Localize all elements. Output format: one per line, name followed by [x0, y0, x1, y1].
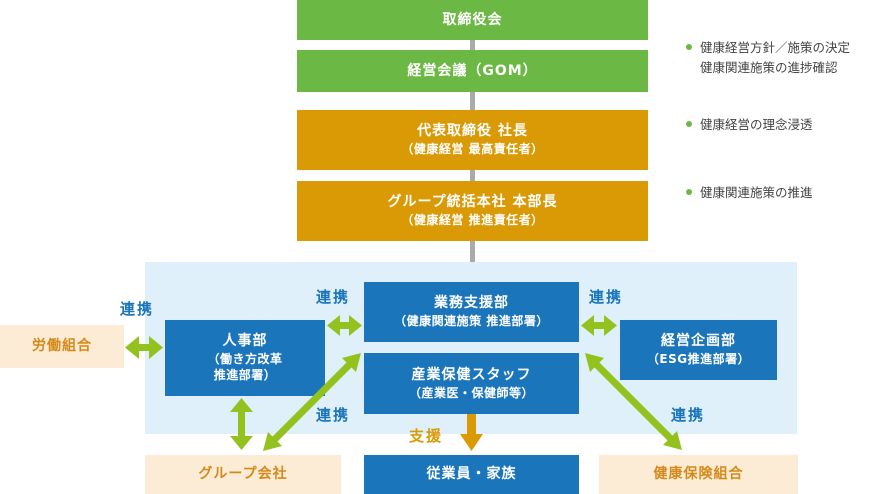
group-companies-label: グループ会社: [198, 466, 288, 483]
group-companies-health-staff-arrow: [263, 353, 361, 451]
labor-union-hr-arrow: [125, 336, 163, 359]
group-companies-box: グループ会社: [145, 455, 341, 494]
management-committee-label: 経営会議（GOM）: [407, 62, 538, 79]
note-promotion-text: 健康関連施策の推進: [700, 185, 813, 200]
labor-union-box: 労働組合: [0, 325, 124, 368]
division-director-title: グループ統括本社 本部長: [387, 194, 558, 211]
hr-box: 人事部 （働き方改革 推進部署）: [165, 320, 325, 396]
business-support-title: 業務支援部: [434, 295, 509, 312]
health-insurance-box: 健康保険組合: [599, 455, 798, 494]
bullet-dot: [686, 43, 692, 50]
occupational-health-title: 産業保健スタッフ: [411, 366, 532, 383]
note-policy-line2: 健康関連施策の進捗確認: [700, 60, 838, 75]
support-label: 支援: [409, 427, 444, 445]
corporate-planning-title: 経営企画部: [661, 333, 736, 350]
president-box: 代表取締役 社長 （健康経営 最高責任者）: [297, 110, 648, 170]
board-of-directors-label: 取締役会: [442, 11, 503, 28]
note-policy-line1: 健康経営方針／施策の決定: [700, 40, 851, 55]
link-label-group-companies: 連携: [316, 406, 351, 424]
health-insurance-label: 健康保険組合: [653, 466, 744, 483]
employees-families-label: 従業員・家族: [426, 466, 517, 483]
hr-subtitle-line1: （働き方改革: [207, 352, 283, 367]
note-philosophy-text: 健康経営の理念浸透: [700, 117, 813, 132]
support-arrow: [460, 414, 483, 451]
management-committee-box: 経営会議（GOM）: [297, 50, 648, 92]
link-label-hr-left: 連携: [120, 300, 155, 318]
business-support-box: 業務支援部 （健康関連施策 推進部署）: [364, 282, 579, 342]
bullet-dot: [686, 120, 692, 127]
hr-group-companies-arrow: [230, 398, 253, 450]
division-director-subtitle: （健康経営 推進責任者）: [401, 213, 544, 228]
hr-title: 人事部: [222, 333, 268, 350]
link-label-hr-business: 連携: [316, 288, 351, 306]
link-label-business-planning: 連携: [589, 288, 624, 306]
business-support-planning-arrow: [581, 315, 617, 336]
hr-subtitle-line2: 推進部署）: [213, 368, 277, 383]
note-promotion: 健康関連施策の推進: [686, 183, 813, 203]
business-support-subtitle: （健康関連施策 推進部署）: [394, 314, 549, 329]
labor-union-label: 労働組合: [32, 338, 92, 355]
employees-families-box: 従業員・家族: [364, 455, 579, 494]
health-staff-insurance-arrow: [585, 353, 682, 450]
president-subtitle: （健康経営 最高責任者）: [401, 142, 544, 157]
division-director-box: グループ統括本社 本部長 （健康経営 推進責任者）: [297, 181, 648, 241]
hr-business-support-arrow: [327, 315, 362, 336]
link-label-health-insurance: 連携: [671, 406, 706, 424]
occupational-health-box: 産業保健スタッフ （産業医・保健師等）: [364, 353, 579, 414]
note-philosophy: 健康経営の理念浸透: [686, 115, 813, 135]
corporate-planning-box: 経営企画部 （ESG推進部署）: [620, 320, 777, 380]
occupational-health-subtitle: （産業医・保健師等）: [408, 385, 534, 400]
president-title: 代表取締役 社長: [417, 123, 528, 140]
corporate-planning-subtitle: （ESG推進部署）: [646, 352, 751, 367]
bullet-dot: [686, 188, 692, 195]
board-of-directors-box: 取締役会: [297, 0, 648, 40]
note-policy: 健康経営方針／施策の決定 健康関連施策の進捗確認: [686, 38, 850, 78]
